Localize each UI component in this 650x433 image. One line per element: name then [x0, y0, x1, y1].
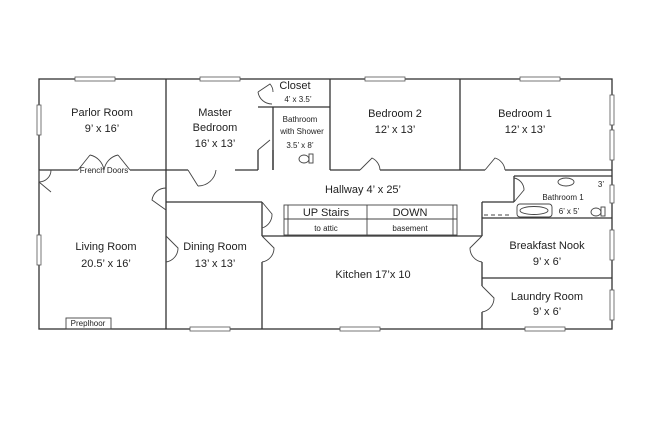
interior-walls [39, 79, 612, 329]
kitchen-label: Kitchen 17’x 10 [335, 269, 410, 281]
up-stairs-name: UP Stairs [303, 207, 350, 219]
bathroom1-name: Bathroom 1 [542, 193, 584, 202]
up-stairs-sub: to attic [314, 224, 338, 233]
living-size: 20.5’ x 16’ [81, 258, 131, 270]
breakfast-name: Breakfast Nook [509, 240, 585, 252]
breakfast-size: 9’ x 6’ [533, 256, 561, 268]
windows [36, 76, 615, 332]
bathroom1-extra: 3’ [598, 180, 604, 189]
down-stairs-name: DOWN [393, 207, 428, 219]
bath-shower-name-1: Bathroom [283, 115, 318, 124]
toilet-icon [590, 206, 606, 217]
french-doors-label: French Doors [80, 166, 128, 175]
fireplace-label: Preplhoor [71, 319, 106, 328]
toilet-icon [298, 153, 314, 164]
laundry-size: 9’ x 6’ [533, 306, 561, 318]
bedroom2-name: Bedroom 2 [368, 108, 422, 120]
door-swings [38, 83, 525, 313]
parlor-size: 9’ x 16’ [85, 123, 119, 135]
parlor-name: Parlor Room [71, 107, 133, 119]
sink-icon [557, 177, 575, 187]
down-stairs-sub: basement [392, 224, 428, 233]
bath-shower-size: 3.5’ x 8’ [286, 141, 313, 150]
master-size: 16’ x 13’ [195, 138, 236, 150]
bathroom1-size: 6’ x 5’ [559, 207, 580, 216]
bathtub-icon [516, 203, 553, 218]
dining-name: Dining Room [183, 241, 247, 253]
closet-size: 4’ x 3.5’ [284, 95, 311, 104]
bedroom2-size: 12’ x 13’ [375, 124, 416, 136]
exterior-wall [38, 78, 613, 330]
living-name: Living Room [75, 241, 136, 253]
hallway-label: Hallway 4’ x 25’ [325, 184, 401, 196]
master-name-1: Master [198, 107, 232, 119]
bedroom1-size: 12’ x 13’ [505, 124, 546, 136]
dining-size: 13’ x 13’ [195, 258, 236, 270]
bedroom1-name: Bedroom 1 [498, 108, 552, 120]
fireplace [65, 317, 112, 330]
closet-name: Closet [279, 80, 310, 92]
laundry-name: Laundry Room [511, 291, 583, 303]
stairs [283, 204, 458, 236]
master-name-2: Bedroom [193, 122, 238, 134]
bath-shower-name-2: with Shower [279, 127, 324, 136]
